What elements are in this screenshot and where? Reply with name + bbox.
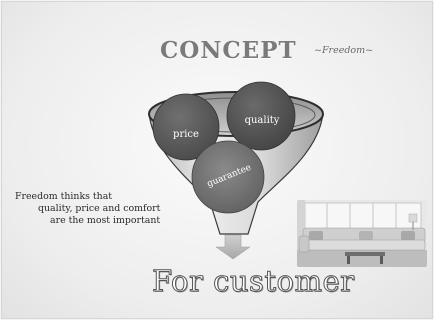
side-text-line-2: quality, price and comfort xyxy=(38,203,161,214)
living-room-image xyxy=(297,200,427,267)
side-text-line-1: Freedom thinks that xyxy=(15,191,113,202)
for-customer-text: For customer xyxy=(152,264,355,299)
price-circle xyxy=(152,93,220,161)
slide-title: CONCEPT xyxy=(160,37,297,64)
side-text: Freedom thinks that quality, price and c… xyxy=(15,191,185,227)
price-label: price xyxy=(173,129,199,140)
slide-subtitle: ~Freedom~ xyxy=(314,45,374,56)
down-arrow-icon xyxy=(215,234,251,260)
quality-label: quality xyxy=(245,115,280,126)
guarantee-circle xyxy=(191,140,265,214)
quality-circle xyxy=(226,81,296,151)
side-text-line-3: are the most important xyxy=(50,215,161,226)
